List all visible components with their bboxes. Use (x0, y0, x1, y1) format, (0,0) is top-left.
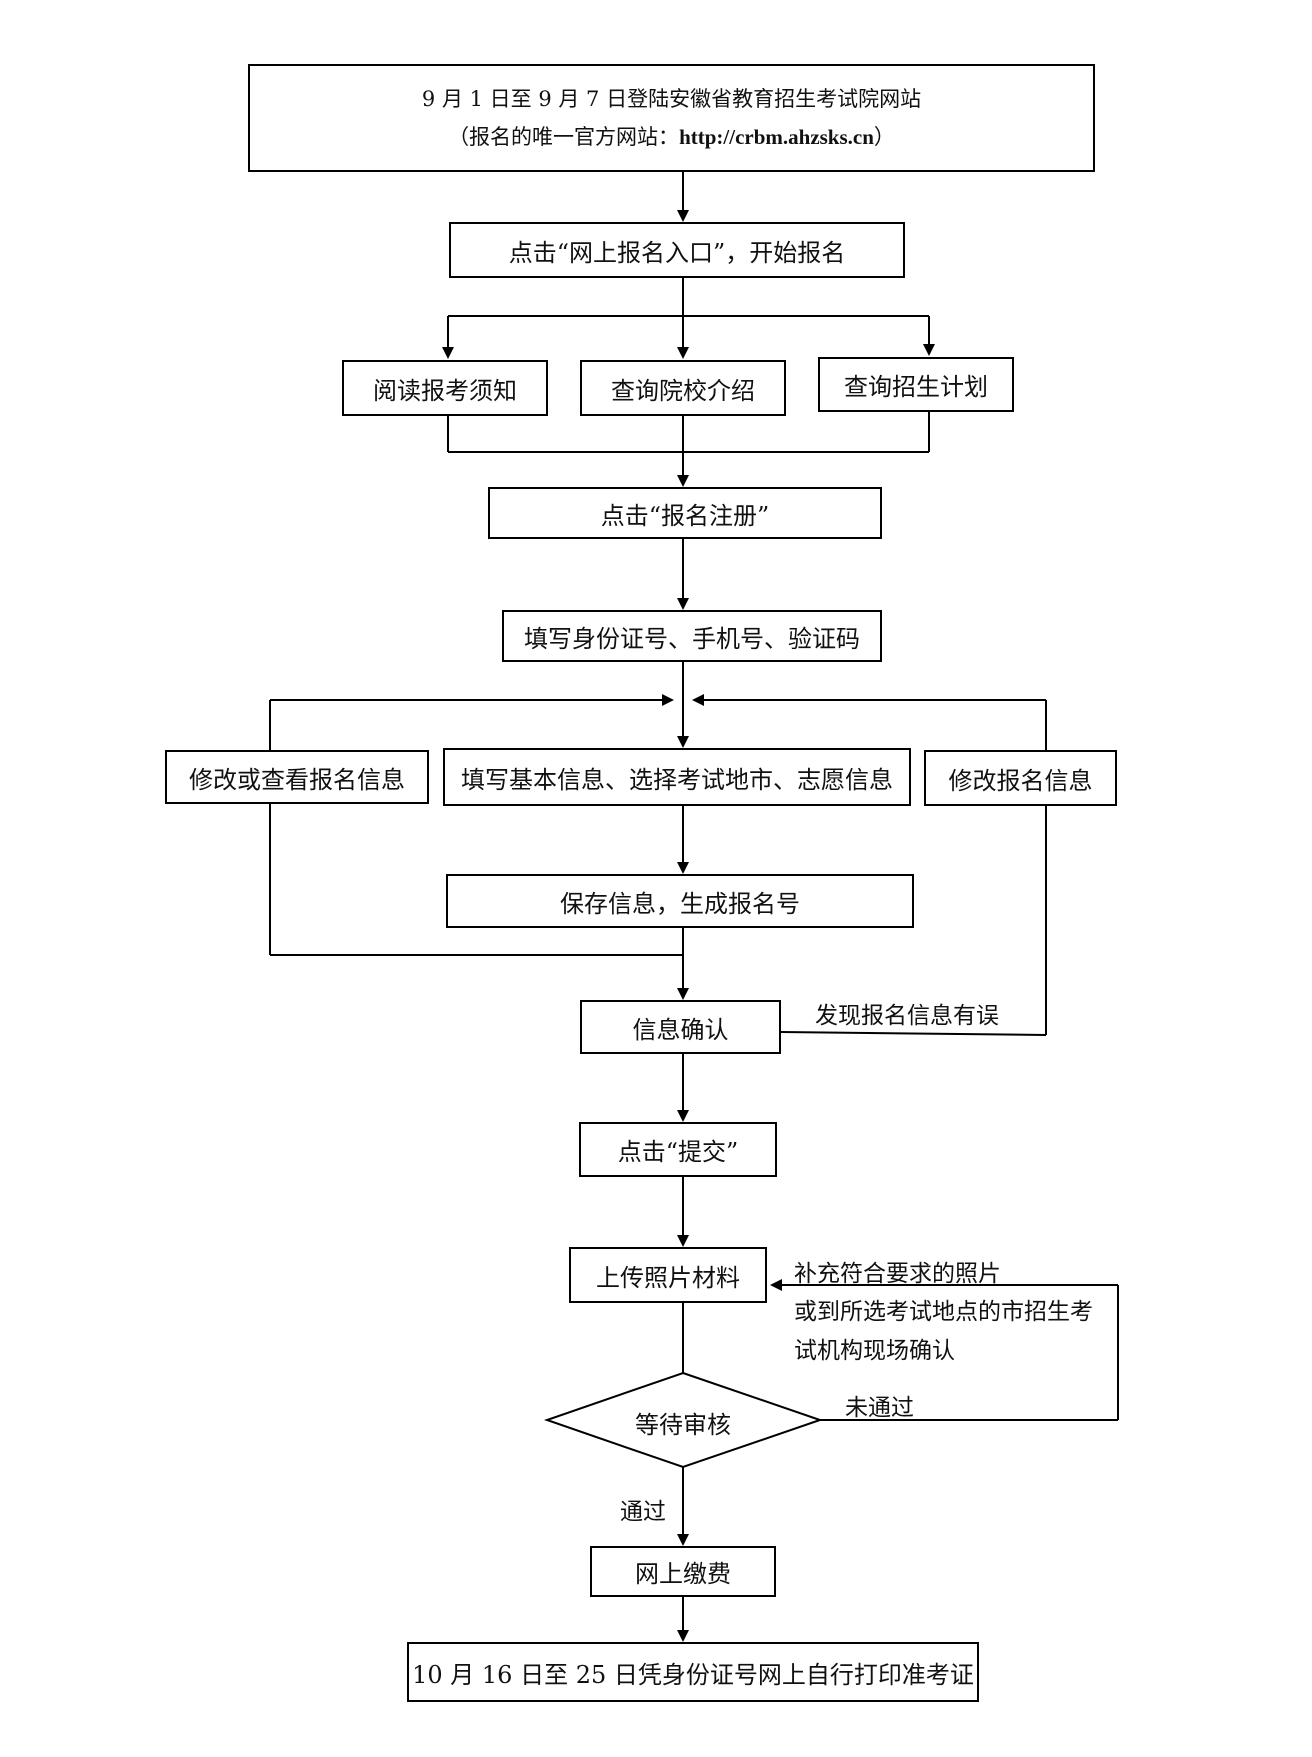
step-modify-info: 修改报名信息 (924, 750, 1117, 806)
step-click-submit: 点击“提交” (579, 1122, 777, 1177)
step-fill-id: 填写身份证号、手机号、验证码 (502, 610, 882, 662)
step-pay-online: 网上缴费 (590, 1546, 776, 1597)
edge-confirm-to-right (780, 1031, 1047, 1036)
header-line2: （报名的唯一官方网站：http://crbm.ahzsks.cn） (448, 118, 895, 156)
step-query-school: 查询院校介绍 (580, 360, 786, 416)
header-line2-suffix: ） (873, 125, 895, 149)
label-not-passed: 未通过 (845, 1395, 914, 1421)
header-line1: 9 月 1 日至 9 月 7 日登陆安徽省教育招生考试院网站 (421, 87, 922, 111)
label-supplement-2: 或到所选考试地点的市招生考 (794, 1299, 1093, 1325)
step-modify-view: 修改或查看报名信息 (165, 750, 429, 804)
step-confirm-info: 信息确认 (580, 1000, 781, 1054)
label-supplement-1: 补充符合要求的照片 (794, 1261, 1001, 1287)
step-fill-basic: 填写基本信息、选择考试地市、志愿信息 (443, 748, 911, 806)
label-found-error: 发现报名信息有误 (815, 1003, 999, 1029)
label-passed: 通过 (620, 1499, 666, 1525)
step-print-ticket: 10 月 16 日至 25 日凭身份证号网上自行打印准考证 (407, 1642, 979, 1702)
label-supplement-3: 试机构现场确认 (794, 1338, 955, 1364)
step-wait-review: 等待审核 (635, 1411, 731, 1439)
step-query-plan: 查询招生计划 (818, 357, 1014, 412)
step-click-register: 点击“报名注册” (488, 487, 882, 539)
step-save-info: 保存信息，生成报名号 (446, 874, 914, 928)
step-start-entry: 点击“网上报名入口”，开始报名 (449, 222, 905, 278)
step-read-notice: 阅读报考须知 (342, 360, 548, 416)
official-url-link[interactable]: http://crbm.ahzsks.cn (679, 125, 874, 149)
header-line2-prefix: （报名的唯一官方网站： (448, 125, 680, 149)
step-upload-photo: 上传照片材料 (569, 1247, 767, 1303)
header-box: 9 月 1 日至 9 月 7 日登陆安徽省教育招生考试院网站 （报名的唯一官方网… (248, 64, 1095, 172)
